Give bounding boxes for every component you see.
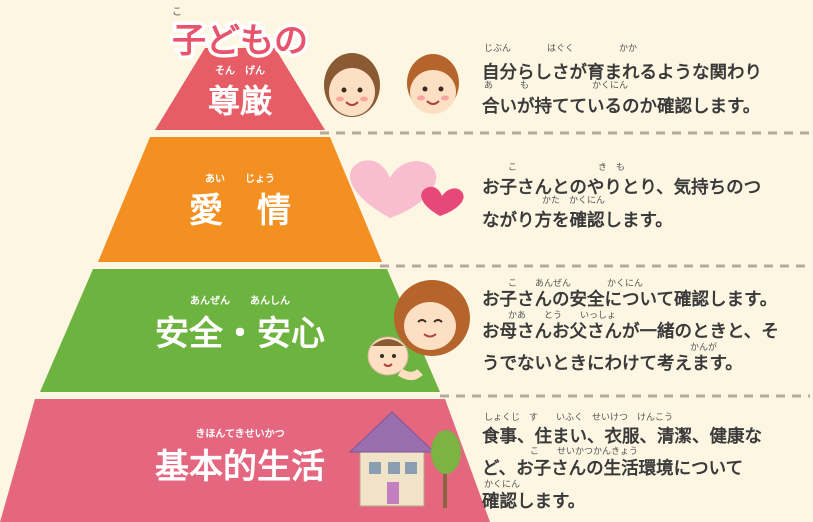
face-left-icon — [324, 53, 380, 117]
tier-4-desc-ruby-1: しょくじ す いふく せいけつ けんこう — [484, 412, 673, 423]
tier-4-desc-ruby-3: かくにん — [484, 479, 520, 490]
pyramid-tier-safety — [40, 269, 440, 392]
face-right-icon — [407, 54, 459, 114]
tier-4-ruby: きほんてきせいかつ — [195, 428, 284, 440]
tier-4-desc-line-2: ど、お子さんの生活環境について — [482, 458, 743, 479]
tier-4-label: 基本的生活 — [155, 447, 325, 487]
tier-1-ruby: そん げん — [215, 64, 265, 77]
tier-3-label: 安全・安心 — [155, 314, 325, 354]
tier-2-label: 愛 情 — [189, 191, 291, 231]
tier-2-desc-line-1: お子さんとのやりとり、気持ちのつ — [482, 177, 761, 198]
tier-3-desc-line-3: うでないときにわけて考えます。 — [482, 353, 743, 374]
tier-1-desc-ruby-2: あ も かくにん — [484, 80, 628, 91]
tier-4-desc-line-3: 確認します。 — [482, 491, 585, 512]
tier-4-description: しょくじ す いふく せいけつ けんこう 食事、住まい、衣服、清潔、健康な こ … — [482, 412, 762, 512]
tier-2-desc-line-2: ながり方を確認します。 — [482, 210, 673, 231]
tier-1-desc-ruby-1: じぶん はぐく かか — [484, 43, 637, 54]
tier-3-desc-ruby-3: かんが — [690, 341, 717, 353]
pyramid-tier-dignity — [155, 48, 325, 130]
pyramid-title-ruby: こ — [172, 7, 182, 18]
pyramid-title: 子どもの — [172, 21, 308, 61]
tier-1-desc-line-1: 自分らしさが育まれるような関わり — [482, 62, 762, 83]
tier-2-desc-ruby-2: かた かくにん — [542, 195, 605, 206]
tier-4-desc-line-1: 食事、住まい、衣服、清潔、健康な — [482, 426, 762, 447]
tier-2-description: こ き も お子さんとのやりとり、気持ちのつ かた かくにん ながり方を確認しま… — [482, 162, 761, 231]
tier-3-desc-line-1: お子さんの安全について確認します。 — [482, 289, 777, 310]
tier-2-ruby: あい じょう — [205, 172, 275, 185]
tier-1-desc-line-2: 合いが持てているのか確認します。 — [482, 96, 760, 117]
pyramid-tier-love — [98, 137, 382, 262]
mother-child-icon — [367, 280, 470, 380]
tier-3-description: こ あんぜん かくにん お子さんの安全について確認します。 かあ とう いっしょ… — [482, 278, 779, 374]
tier-3-ruby: あんぜん あんしん — [190, 294, 290, 307]
two-faces-icon — [324, 53, 459, 117]
tier-3-desc-ruby-2: かあ とう いっしょ — [508, 310, 616, 321]
tier-2-desc-ruby-1: こ き も — [508, 162, 625, 173]
heart-icon — [350, 160, 464, 218]
tier-1-label: 尊厳 — [208, 82, 273, 120]
tier-1-description: じぶん はぐく かか 自分らしさが育まれるような関わり あ も かくにん 合いが… — [482, 43, 762, 117]
tier-3-desc-ruby-1: こ あんぜん かくにん — [508, 278, 643, 289]
tier-4-desc-ruby-2: こ せいかつかんきょう — [530, 446, 638, 457]
house-icon — [348, 411, 461, 508]
tier-3-desc-line-2: お母さんお父さんが一緒のときと、そ — [482, 321, 779, 342]
